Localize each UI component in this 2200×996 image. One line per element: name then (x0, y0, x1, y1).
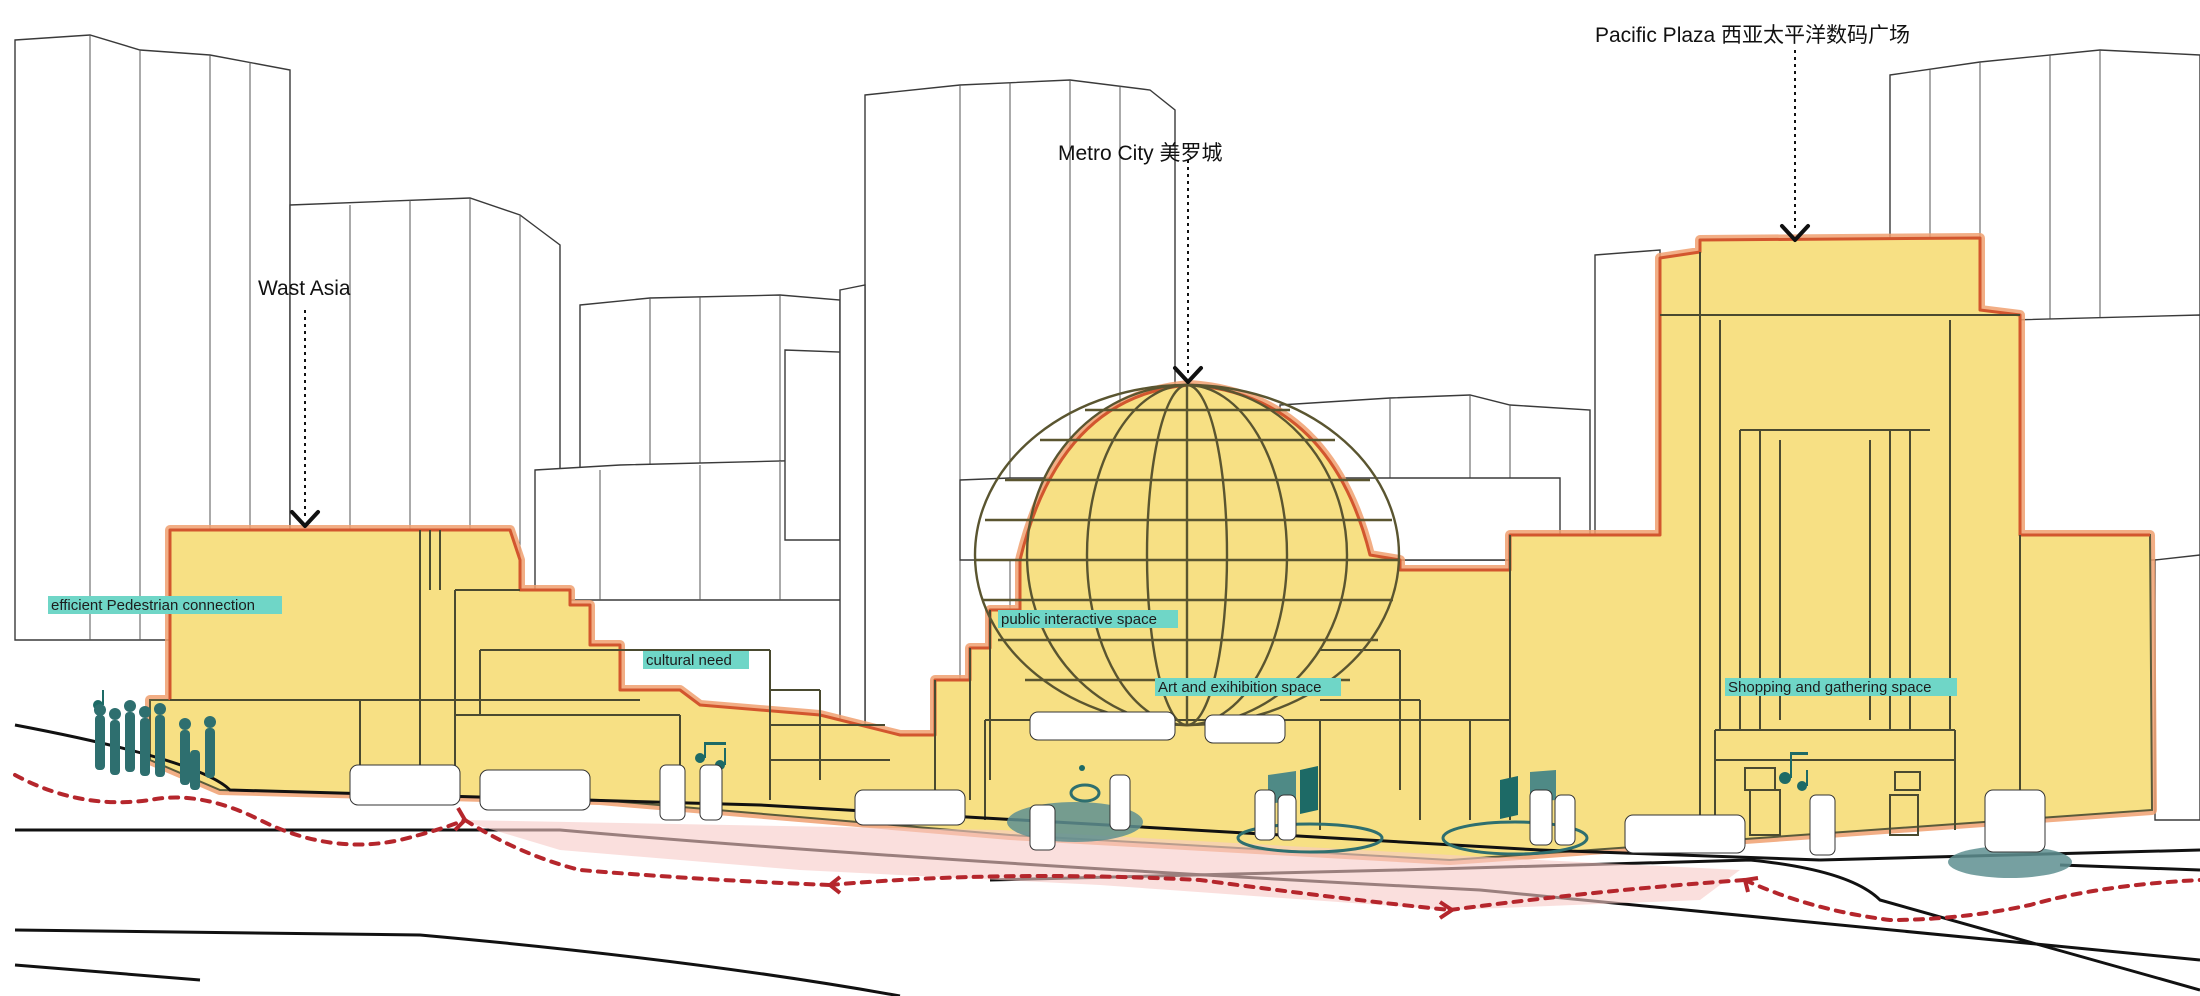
label-public-interactive-text: public interactive space (1001, 611, 1157, 628)
callout-pacific-plaza: Pacific Plaza 西亚太平洋数码广场 (1595, 24, 1910, 47)
label-cultural-text: cultural need (646, 652, 732, 669)
label-shopping-text: Shopping and gathering space (1728, 679, 1932, 696)
label-art-exhibition: Art and exihibition space (1155, 678, 1341, 696)
label-shopping: Shopping and gathering space (1725, 678, 1957, 696)
flow-arrow-1 (455, 808, 465, 830)
label-cultural: cultural need (643, 651, 749, 669)
label-pedestrian-text: efficient Pedestrian connection (51, 597, 255, 614)
label-public-interactive: public interactive space (998, 610, 1178, 628)
label-pedestrian: efficient Pedestrian connection (48, 596, 282, 614)
label-art-exhibition-text: Art and exihibition space (1158, 679, 1321, 696)
callout-metro-city: Metro City 美罗城 (1058, 142, 1223, 165)
callout-west-asia: Wast Asia (258, 277, 351, 300)
